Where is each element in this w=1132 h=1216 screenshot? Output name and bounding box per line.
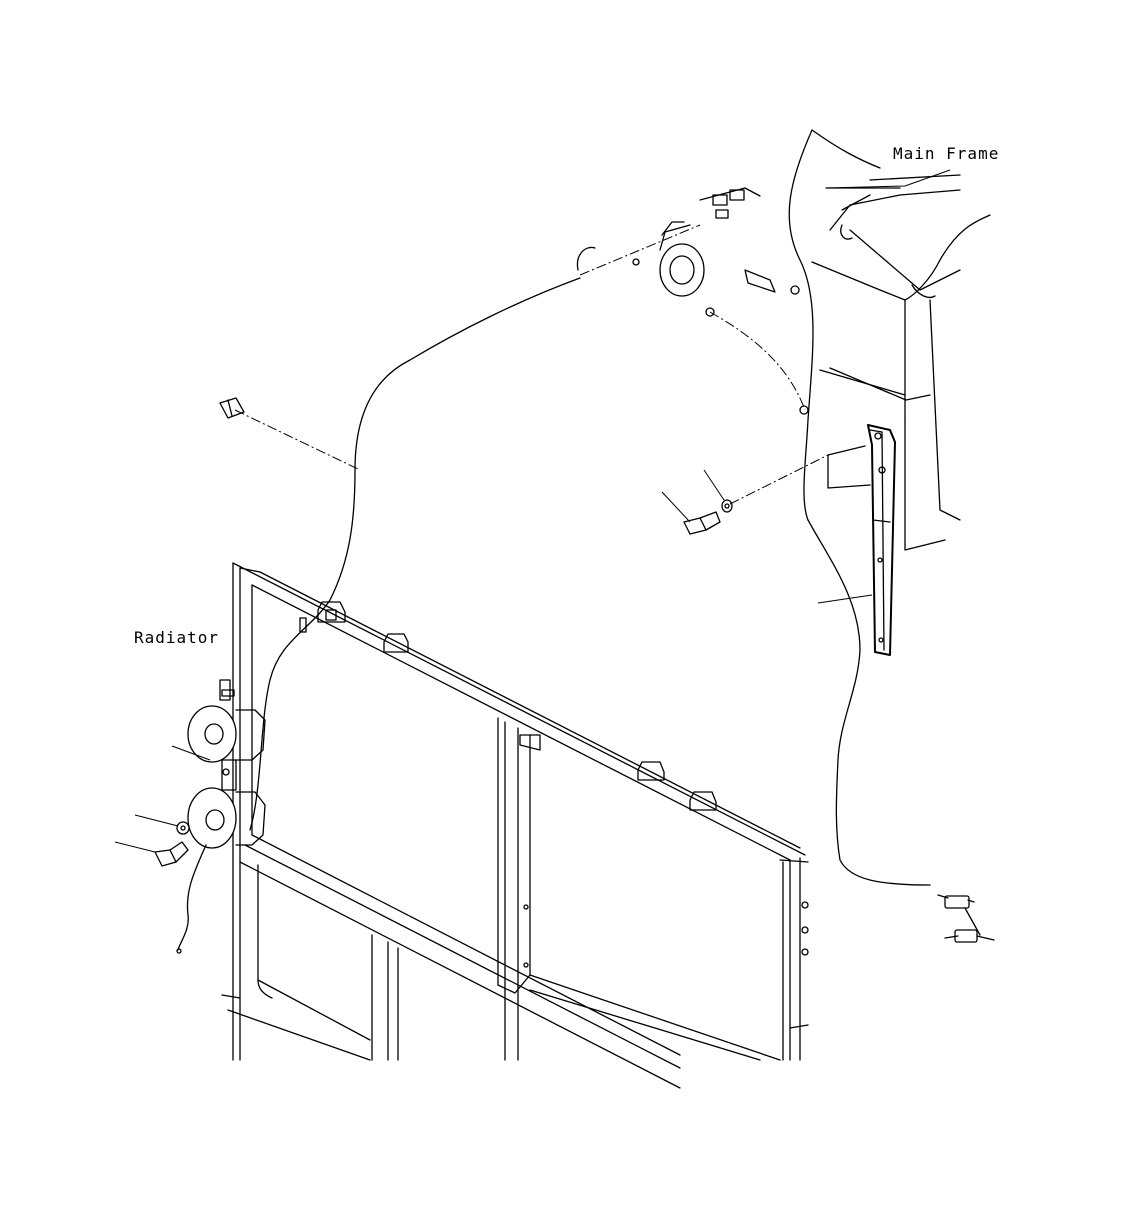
wire-connectors (937, 894, 995, 943)
radiator-mount-tabs (299, 601, 717, 811)
radiator-frame (221, 562, 809, 1089)
horn-assembly (114, 679, 266, 954)
label-radiator: Radiator (134, 628, 219, 647)
main-frame-label: Main Frame (893, 144, 999, 163)
main-frame-drawing (576, 129, 991, 886)
label-main-frame: Main Frame (825, 144, 999, 189)
main-frame-leader-line (825, 169, 951, 189)
radiator-outline (219, 277, 581, 831)
bracket-assembly (661, 424, 896, 656)
radiator-label: Radiator (134, 628, 219, 647)
